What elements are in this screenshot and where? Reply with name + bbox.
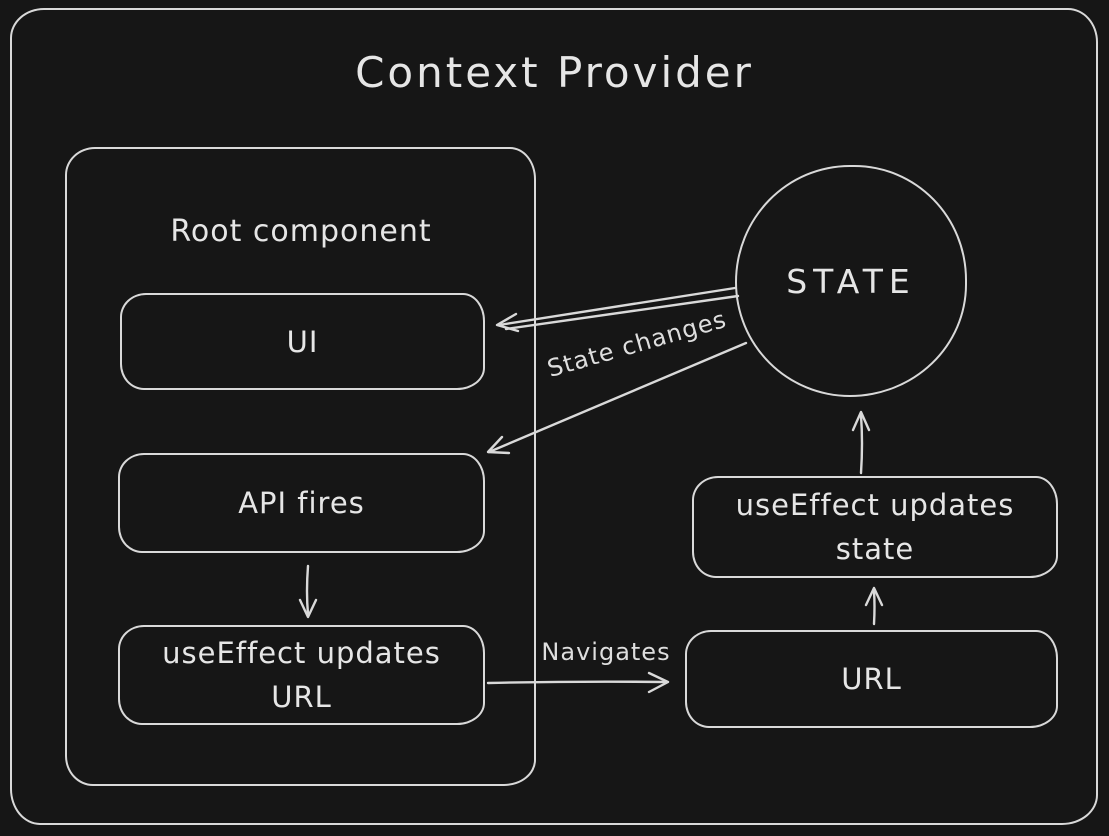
use-effect-updates-url-box: useEffect updates URL — [118, 625, 485, 725]
url-box-label: URL — [841, 662, 902, 696]
state-circle: STATE — [735, 165, 967, 397]
navigates-label: Navigates — [541, 638, 671, 666]
ui-box-label: UI — [286, 324, 319, 359]
url-box: URL — [685, 630, 1058, 728]
api-fires-label: API fires — [238, 486, 365, 520]
context-provider-frame — [10, 8, 1098, 825]
api-fires-box: API fires — [118, 453, 485, 553]
diagram-title: Context Provider — [355, 48, 754, 97]
use-effect-updates-url-line2: URL — [271, 680, 332, 714]
use-effect-updates-state-line2: state — [835, 532, 915, 566]
state-circle-label: STATE — [786, 261, 916, 301]
use-effect-updates-state-box: useEffect updates state — [692, 476, 1058, 578]
ui-box: UI — [120, 293, 485, 390]
root-component-label: Root component — [170, 214, 432, 249]
use-effect-updates-url-line1: useEffect updates — [162, 636, 441, 670]
root-component-frame — [65, 147, 536, 786]
use-effect-updates-state-line1: useEffect updates — [735, 488, 1015, 522]
